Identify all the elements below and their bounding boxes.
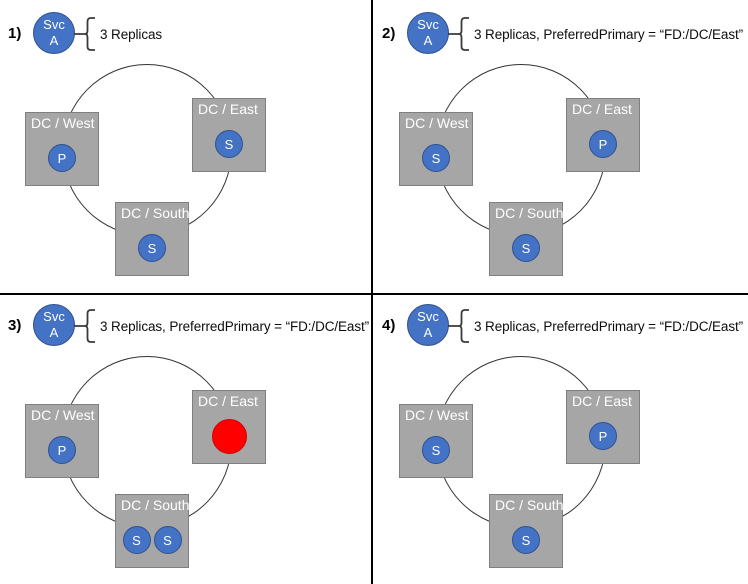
service-node: Svc A bbox=[407, 12, 449, 54]
replica-secondary: S bbox=[512, 526, 540, 554]
scenario-panel-1: 1) Svc A 3 Replicas DC / West P DC / Eas… bbox=[0, 0, 374, 292]
fault-domain-label: DC / West bbox=[405, 407, 469, 423]
fault-domain-label: DC / South bbox=[495, 205, 564, 221]
replica-group: S bbox=[400, 430, 472, 470]
fault-domain-west: DC / West S bbox=[399, 112, 473, 186]
fault-domain-label: DC / South bbox=[121, 497, 190, 513]
fault-domain-east: DC / East S bbox=[192, 98, 266, 172]
scenario-number: 1) bbox=[8, 25, 22, 42]
replica-group: S bbox=[193, 124, 265, 164]
service-node-name: Svc bbox=[43, 309, 65, 325]
scenario-panel-3: 3) Svc A 3 Replicas, PreferredPrimary = … bbox=[0, 292, 374, 584]
replica-group: P bbox=[26, 138, 98, 178]
replica-secondary: S bbox=[422, 144, 450, 172]
fault-domain-label: DC / South bbox=[121, 205, 190, 221]
brace-icon bbox=[74, 17, 95, 51]
service-node-letter: A bbox=[49, 325, 59, 340]
replica-group bbox=[193, 416, 265, 456]
brace-icon bbox=[448, 17, 469, 51]
replica-secondary: S bbox=[422, 436, 450, 464]
fault-domain-south: DC / South S bbox=[489, 202, 563, 276]
replica-failed bbox=[211, 418, 247, 454]
fault-domain-west: DC / West P bbox=[25, 112, 99, 186]
fault-domain-south: DC / South S bbox=[489, 494, 563, 568]
service-node-letter: A bbox=[49, 33, 59, 48]
replica-secondary: S bbox=[153, 526, 182, 554]
replica-primary: P bbox=[589, 130, 617, 158]
replica-group: S bbox=[400, 138, 472, 178]
annotation-text: 3 Replicas, PreferredPrimary = “FD:/DC/E… bbox=[474, 319, 744, 334]
replica-secondary: S bbox=[215, 130, 243, 158]
fault-domain-label: DC / East bbox=[572, 101, 632, 117]
service-node-letter: A bbox=[423, 33, 433, 48]
replica-group: S bbox=[490, 228, 562, 268]
service-node: Svc A bbox=[407, 304, 449, 346]
fault-domain-east: DC / East bbox=[192, 390, 266, 464]
service-node-name: Svc bbox=[43, 17, 65, 33]
fault-domain-west: DC / West S bbox=[399, 404, 473, 478]
divider-horizontal bbox=[0, 293, 748, 295]
replica-group: P bbox=[26, 430, 98, 470]
service-node-name: Svc bbox=[417, 309, 439, 325]
replica-primary: P bbox=[48, 436, 76, 464]
replica-secondary: S bbox=[512, 234, 540, 262]
replica-primary: P bbox=[589, 422, 617, 450]
service-node: Svc A bbox=[33, 304, 75, 346]
annotation-text: 3 Replicas, PreferredPrimary = “FD:/DC/E… bbox=[100, 319, 370, 334]
service-node: Svc A bbox=[33, 12, 75, 54]
replica-secondary: S bbox=[122, 526, 151, 554]
fault-domain-label: DC / East bbox=[198, 393, 258, 409]
scenario-number: 2) bbox=[382, 25, 396, 42]
fault-domain-label: DC / West bbox=[405, 115, 469, 131]
brace-icon bbox=[448, 309, 469, 343]
replica-group: S bbox=[490, 520, 562, 560]
fault-domain-south: DC / South S bbox=[115, 202, 189, 276]
fault-domain-label: DC / East bbox=[572, 393, 632, 409]
scenario-panel-4: 4) Svc A 3 Replicas, PreferredPrimary = … bbox=[374, 292, 748, 584]
replica-group: P bbox=[567, 416, 639, 456]
fault-domain-label: DC / West bbox=[31, 407, 95, 423]
divider-vertical bbox=[371, 0, 373, 584]
replica-primary: P bbox=[48, 144, 76, 172]
fault-domain-label: DC / South bbox=[495, 497, 564, 513]
scenario-number: 4) bbox=[382, 317, 396, 334]
fault-domain-east: DC / East P bbox=[566, 390, 640, 464]
service-node-name: Svc bbox=[417, 17, 439, 33]
annotation-text: 3 Replicas bbox=[100, 27, 163, 42]
annotation-text: 3 Replicas, PreferredPrimary = “FD:/DC/E… bbox=[474, 27, 744, 42]
service-node-letter: A bbox=[423, 325, 433, 340]
replica-group: P bbox=[567, 124, 639, 164]
fault-domain-west: DC / West P bbox=[25, 404, 99, 478]
fault-domain-label: DC / East bbox=[198, 101, 258, 117]
scenario-number: 3) bbox=[8, 317, 22, 334]
replica-group: S bbox=[116, 228, 188, 268]
fault-domain-label: DC / West bbox=[31, 115, 95, 131]
scenario-panel-2: 2) Svc A 3 Replicas, PreferredPrimary = … bbox=[374, 0, 748, 292]
replica-secondary: S bbox=[138, 234, 166, 262]
brace-icon bbox=[74, 309, 95, 343]
fault-domain-east: DC / East P bbox=[566, 98, 640, 172]
